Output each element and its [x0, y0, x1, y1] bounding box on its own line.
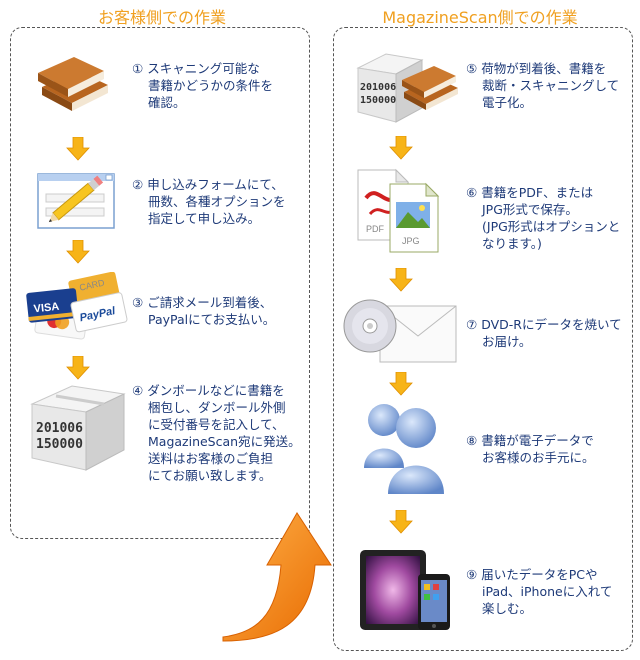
down-arrow-icon	[66, 356, 90, 380]
step-line: 冊数、各種オプションを	[148, 194, 286, 209]
users-icon	[360, 398, 444, 498]
step-line: お客様のお手元に。	[482, 450, 595, 465]
step-line-text: 荷物が到着後、書籍を	[481, 61, 607, 76]
card-label-visa: VISA	[33, 301, 60, 316]
step-number: ②	[132, 177, 144, 192]
step-line: お届け。	[482, 334, 532, 349]
step-line: にてお願い致します。	[148, 468, 272, 483]
step-line-text: 書籍が電子データで	[481, 433, 594, 448]
step-number: ⑦	[466, 317, 478, 332]
step-line: 裁断・スキャニングして	[482, 78, 620, 93]
step-line: に受付番号を記入して、	[148, 417, 285, 432]
step-line: 確認。	[148, 95, 186, 110]
books-icon	[32, 45, 112, 125]
down-arrow-icon	[389, 510, 413, 534]
step-line: (JPG形式はオプションと	[482, 219, 621, 234]
step-number: ⑨	[466, 567, 478, 582]
step-line: 楽しむ。	[482, 601, 533, 616]
step-line: 指定して申し込み。	[148, 211, 261, 226]
box-number-1: 201006	[360, 82, 396, 93]
step-line-text: 申し込みフォームにて、	[147, 177, 284, 192]
step-line-text: 届いたデータをPCや	[481, 567, 598, 582]
step-number: ③	[132, 295, 144, 310]
right-column-title: MagazineScan側での作業	[382, 8, 578, 27]
jpg-file-label: JPG	[402, 236, 420, 246]
step-line: PayPalにてお支払い。	[148, 312, 276, 327]
step-line: JPG形式で保存。	[482, 202, 578, 217]
down-arrow-icon	[389, 372, 413, 396]
step-line: 電子化。	[482, 95, 533, 110]
step-number: ⑧	[466, 433, 478, 448]
step-line: 送料はお客様のご負担	[148, 451, 274, 466]
box-number-2: 150000	[36, 437, 83, 452]
form-pencil-icon	[36, 168, 118, 232]
down-arrow-icon	[389, 136, 413, 160]
step-number: ④	[132, 383, 144, 398]
step-line: なります。)	[482, 236, 542, 251]
step-line-text: ダンボールなどに書籍を	[147, 383, 285, 398]
step-line: 梱包し、ダンボール外側	[148, 400, 286, 415]
pdf-file-label: PDF	[366, 224, 385, 234]
cardboard-box-icon: 201006 150000	[28, 380, 128, 474]
pdf-jpg-files-icon: PDF JPG	[356, 168, 442, 254]
step-line-text: スキャニング可能な	[147, 61, 260, 76]
step-line-text: DVD-Rにデータを焼いて	[481, 317, 622, 332]
step-line: 書籍かどうかの条件を	[148, 78, 274, 93]
down-arrow-icon	[389, 268, 413, 292]
curved-arrow-icon	[215, 505, 335, 645]
step-line-text: 書籍をPDF、または	[481, 185, 594, 200]
ipad-iphone-icon	[358, 548, 460, 634]
step-line: MagazineScan宛に発送。	[148, 434, 301, 449]
step-number: ①	[132, 61, 144, 76]
down-arrow-icon	[66, 137, 90, 161]
step-number: ⑤	[466, 61, 478, 76]
left-column-title: お客様側での作業	[97, 8, 226, 27]
step-line: iPad、iPhoneに入れて	[482, 584, 613, 599]
step-line-text: ご請求メール到着後、	[147, 295, 273, 310]
down-arrow-icon	[66, 240, 90, 264]
box-number-1: 201006	[36, 421, 83, 436]
box-number-2: 150000	[360, 95, 396, 106]
step-number: ⑥	[466, 185, 478, 200]
dvd-envelope-icon	[340, 296, 460, 368]
credit-cards-icon: CARD VISA PayPal	[22, 272, 130, 348]
box-and-books-icon: 201006 150000	[356, 48, 460, 126]
